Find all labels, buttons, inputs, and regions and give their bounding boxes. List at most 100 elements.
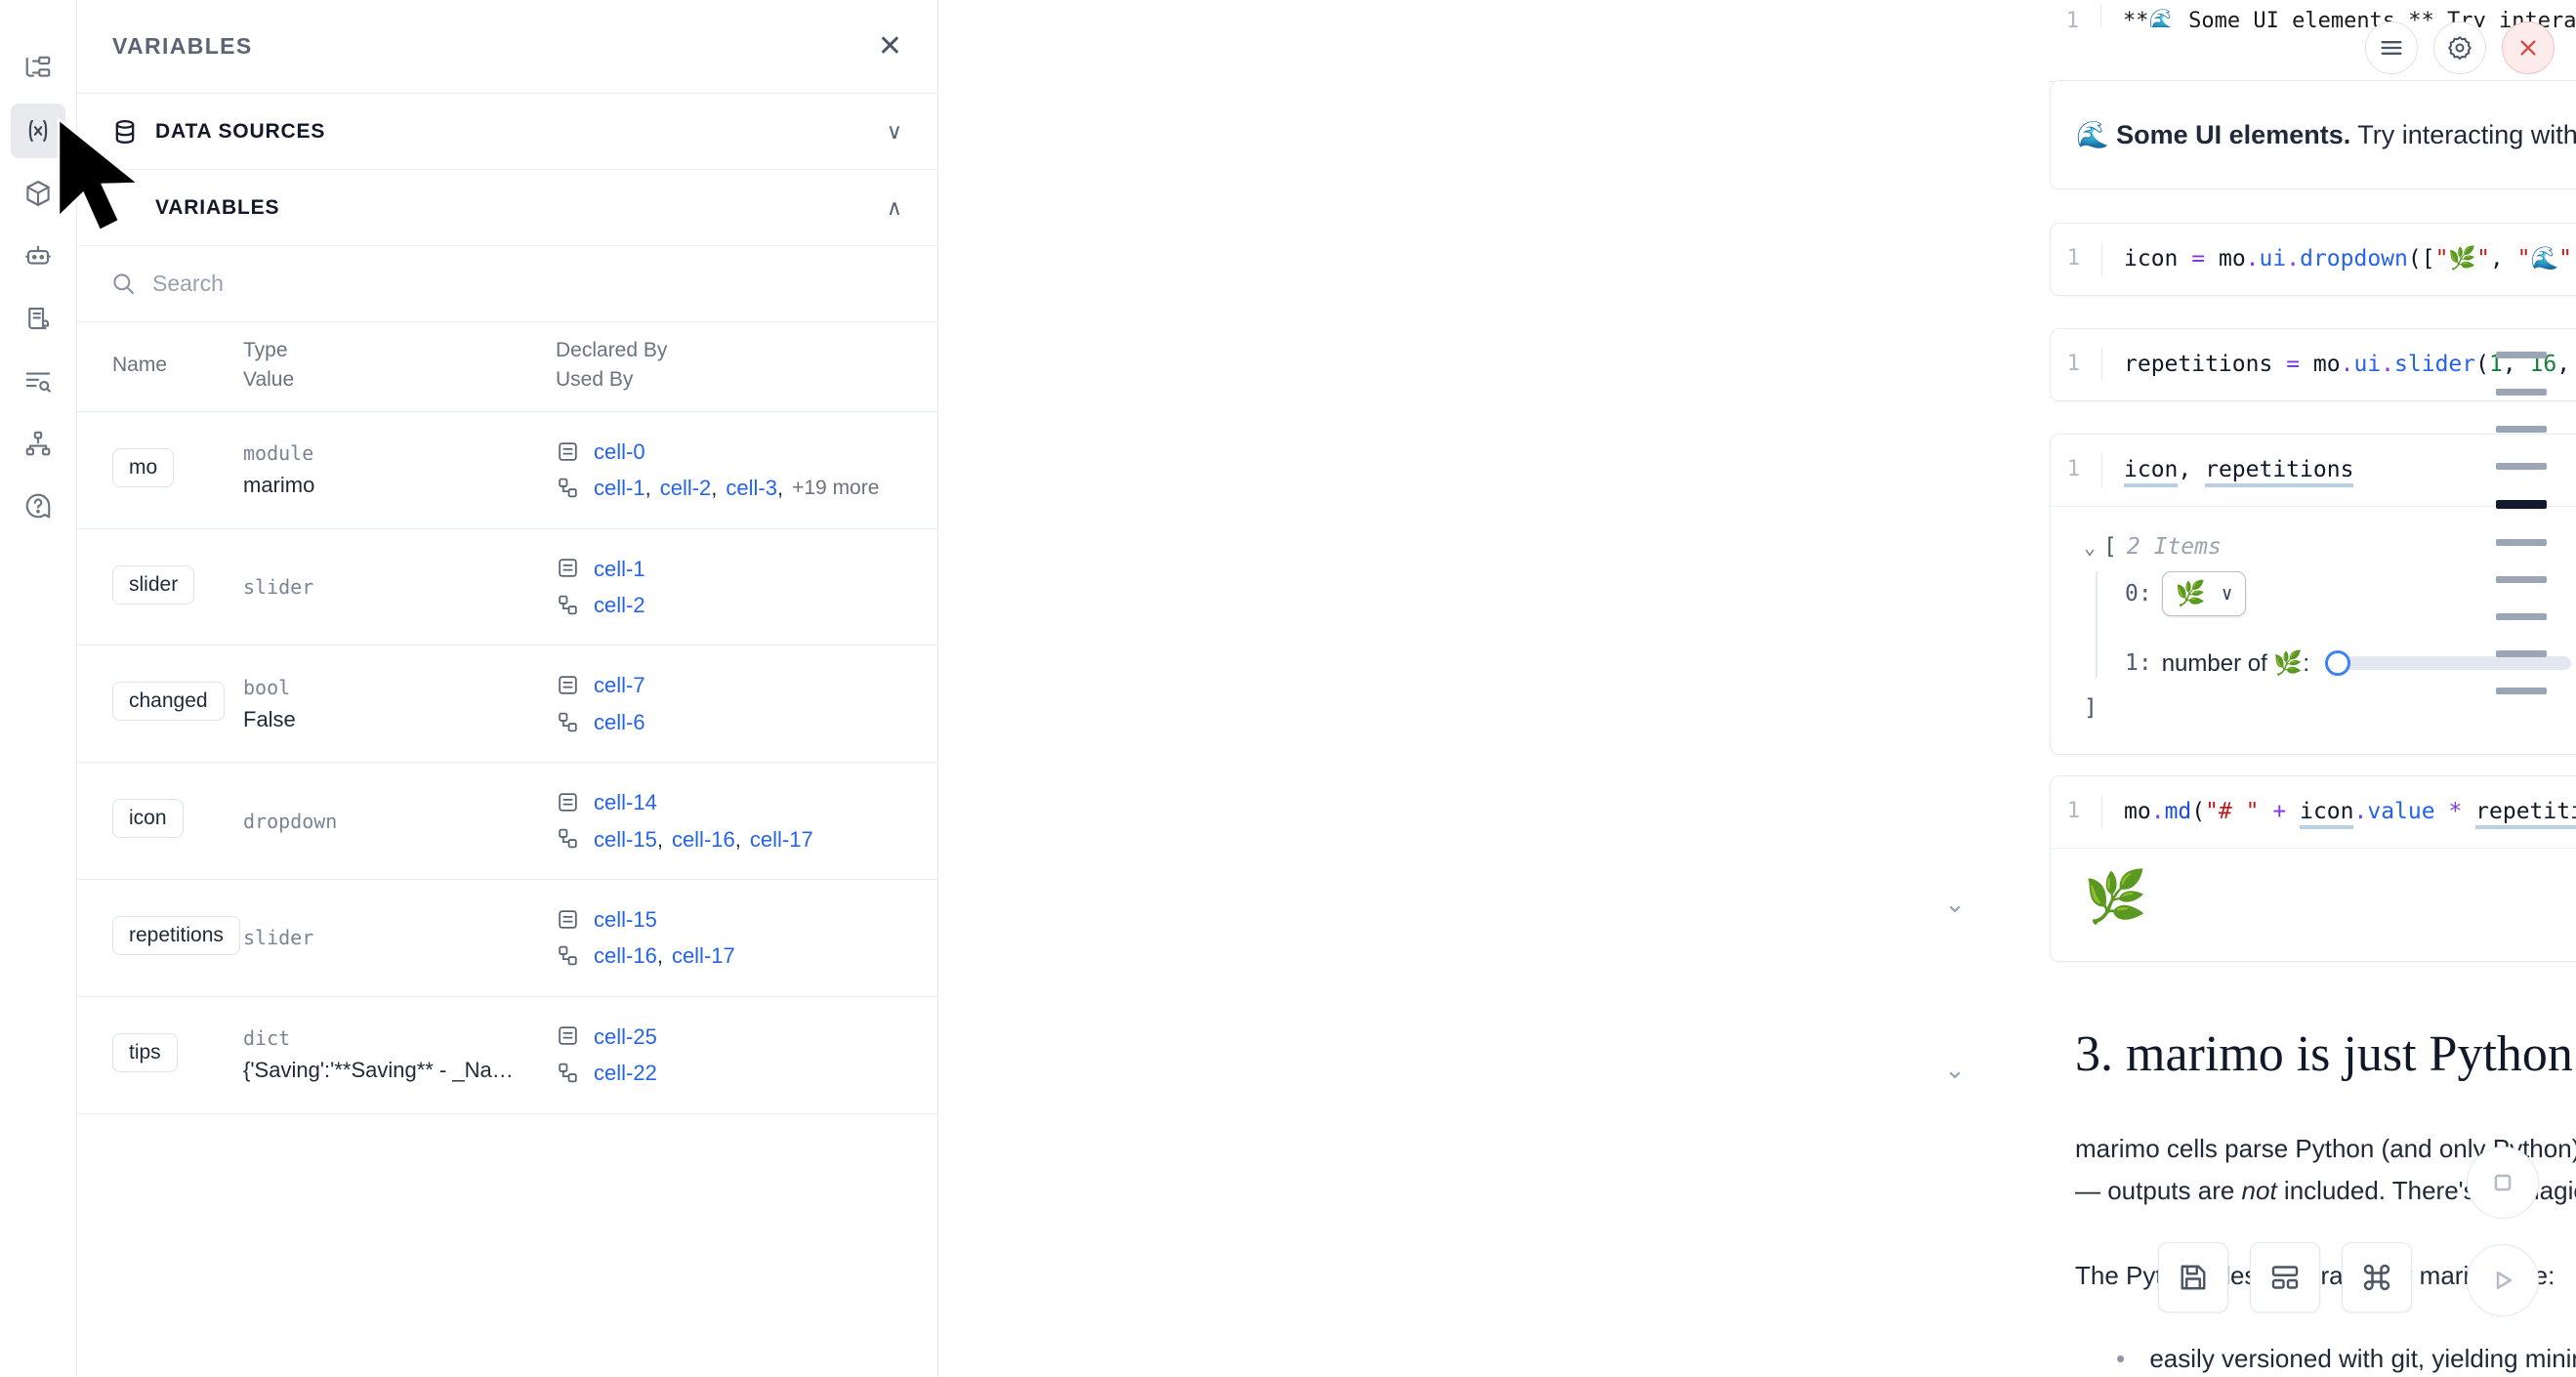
page-title: 3. marimo is just Python (2075, 1026, 2573, 1082)
list-output-header[interactable]: ⌄ [ 2 Items (2084, 534, 2576, 560)
slider-handle[interactable] (2324, 650, 2350, 676)
minimap-marker[interactable] (2496, 352, 2547, 358)
collapse-md-cell-icon[interactable]: ⌄ (1944, 889, 1966, 918)
cell-link[interactable]: cell-17 (749, 826, 813, 852)
settings-button[interactable] (2433, 21, 2486, 74)
chevron-up-icon[interactable]: ∧ (886, 194, 902, 220)
used-by-icon (556, 1061, 581, 1086)
column-header-value: Value (243, 368, 295, 392)
help-icon[interactable] (11, 479, 65, 533)
cell-link[interactable]: cell-15 (594, 907, 657, 932)
cell-link[interactable]: cell-6 (594, 709, 645, 734)
menu-button[interactable] (2365, 21, 2418, 74)
cell-link[interactable]: cell-14 (594, 790, 657, 815)
cell-link[interactable]: cell-25 (594, 1023, 657, 1049)
more-count[interactable]: +19 more (792, 477, 880, 500)
section-variables[interactable]: VARIABLES ∧ (77, 170, 937, 246)
run-button[interactable] (2467, 1244, 2539, 1316)
close-icon[interactable]: ✕ (877, 29, 902, 63)
variable-name-chip[interactable]: slider (112, 564, 195, 605)
chevron-down-icon[interactable]: ⌄ (2084, 534, 2097, 559)
code-cell-md[interactable]: 1 mo.md("# " + icon.value * repetitions.… (2050, 775, 2576, 962)
run-controls (2467, 1147, 2539, 1316)
code-cell-slider[interactable]: 1 repetitions = mo.ui.slider(1, 16, labe… (2050, 328, 2576, 401)
variable-name-chip[interactable]: icon (112, 799, 184, 839)
cell-link[interactable]: cell-3 (726, 476, 777, 501)
minimap-marker[interactable] (2496, 389, 2547, 396)
code-text[interactable]: mo.md("# " + icon.value * repetitions.va… (2101, 795, 2576, 829)
used-by-list: cell-1,cell-2,cell-3,+19 more (556, 470, 918, 506)
slider-input[interactable] (2324, 650, 2571, 676)
cell-link[interactable]: cell-15 (594, 826, 657, 852)
column-header-declared-by: Declared By (556, 339, 668, 361)
variable-name-chip[interactable]: mo (112, 447, 175, 487)
section-paragraph-1b-pre: — outputs are (2075, 1175, 2242, 1205)
close-button[interactable] (2502, 21, 2555, 74)
dropdown-value: 🌿 (2175, 578, 2206, 607)
variable-value: False (243, 706, 296, 731)
cell-link[interactable]: cell-16 (671, 826, 735, 852)
cell-link[interactable]: cell-2 (659, 476, 712, 501)
packages-icon[interactable] (11, 166, 65, 221)
variable-type: dict (243, 1026, 291, 1051)
line-number: 1 (2065, 9, 2079, 33)
cell-icon (556, 556, 581, 581)
variable-name-chip[interactable]: repetitions (112, 915, 240, 955)
minimap-marker[interactable] (2496, 576, 2547, 583)
code-text[interactable]: icon = mo.ui.dropdown(["🌿", "🌊", "✨"], v… (2101, 242, 2576, 276)
cell-link[interactable]: cell-17 (671, 943, 735, 969)
table-header-row: Name Type Value Declared By Used By (77, 322, 937, 412)
declared-by-list: cell-1 (556, 551, 918, 587)
interrupt-button[interactable] (2467, 1147, 2539, 1219)
minimap-marker[interactable] (2496, 463, 2547, 470)
minimap-marker[interactable] (2496, 688, 2547, 694)
layout-button[interactable] (2250, 1242, 2320, 1313)
code-cell-dropdown[interactable]: 1 icon = mo.ui.dropdown(["🌿", "🌊", "✨"],… (2050, 223, 2576, 296)
cell-link[interactable]: cell-1 (594, 476, 645, 501)
file-explorer-icon[interactable] (11, 41, 65, 96)
window-buttons (2365, 21, 2555, 74)
code-cell-display[interactable]: 1 icon, repetitions ⌄ [ 2 Items 0: 🌿 (2050, 434, 2576, 755)
minimap-current-marker[interactable] (2496, 500, 2547, 509)
dropdown-input[interactable]: 🌿 ∨ (2161, 570, 2247, 616)
minimap-marker[interactable] (2496, 539, 2547, 546)
scratchpad-icon[interactable] (11, 291, 65, 346)
command-palette-button[interactable] (2342, 1242, 2412, 1313)
minimap-marker[interactable] (2496, 650, 2547, 657)
cell-link[interactable]: cell-1 (594, 556, 645, 581)
code-text[interactable]: icon, repetitions (2101, 453, 2576, 487)
variable-name-chip[interactable]: tips (112, 1032, 178, 1072)
minimap-marker[interactable] (2496, 426, 2547, 433)
search-input[interactable] (152, 271, 902, 297)
minimap[interactable] (2496, 352, 2547, 694)
minimap-marker[interactable] (2496, 613, 2547, 620)
cell-link[interactable]: cell-22 (594, 1061, 657, 1086)
cell-link[interactable]: cell-7 (594, 673, 645, 698)
code-text[interactable]: repetitions = mo.ui.slider(1, 16, label=… (2101, 348, 2576, 382)
md-rest-text: Try interacting with the below elements. (2357, 119, 2576, 149)
variable-type: bool (243, 675, 291, 699)
chat-assistant-icon[interactable] (11, 229, 65, 283)
logs-icon[interactable] (11, 354, 65, 408)
variables-icon[interactable] (11, 104, 65, 158)
chevron-down-icon[interactable]: ∨ (886, 118, 902, 144)
cell-link[interactable]: cell-0 (594, 438, 645, 464)
variable-name-chip[interactable]: changed (112, 682, 225, 722)
section-label: VARIABLES (155, 195, 280, 219)
dependency-graph-icon[interactable] (11, 416, 65, 471)
md-bold-text: Some UI elements. (2116, 119, 2351, 149)
cell-link[interactable]: cell-2 (594, 593, 645, 618)
save-button[interactable] (2158, 1242, 2228, 1313)
collapse-section-icon[interactable]: ⌄ (1944, 1055, 1966, 1084)
section-data-sources[interactable]: DATA SOURCES ∨ (77, 94, 937, 170)
cell-link[interactable]: cell-16 (594, 943, 657, 969)
line-number: 1 (2066, 457, 2080, 481)
declared-by-list: cell-7 (556, 667, 918, 703)
